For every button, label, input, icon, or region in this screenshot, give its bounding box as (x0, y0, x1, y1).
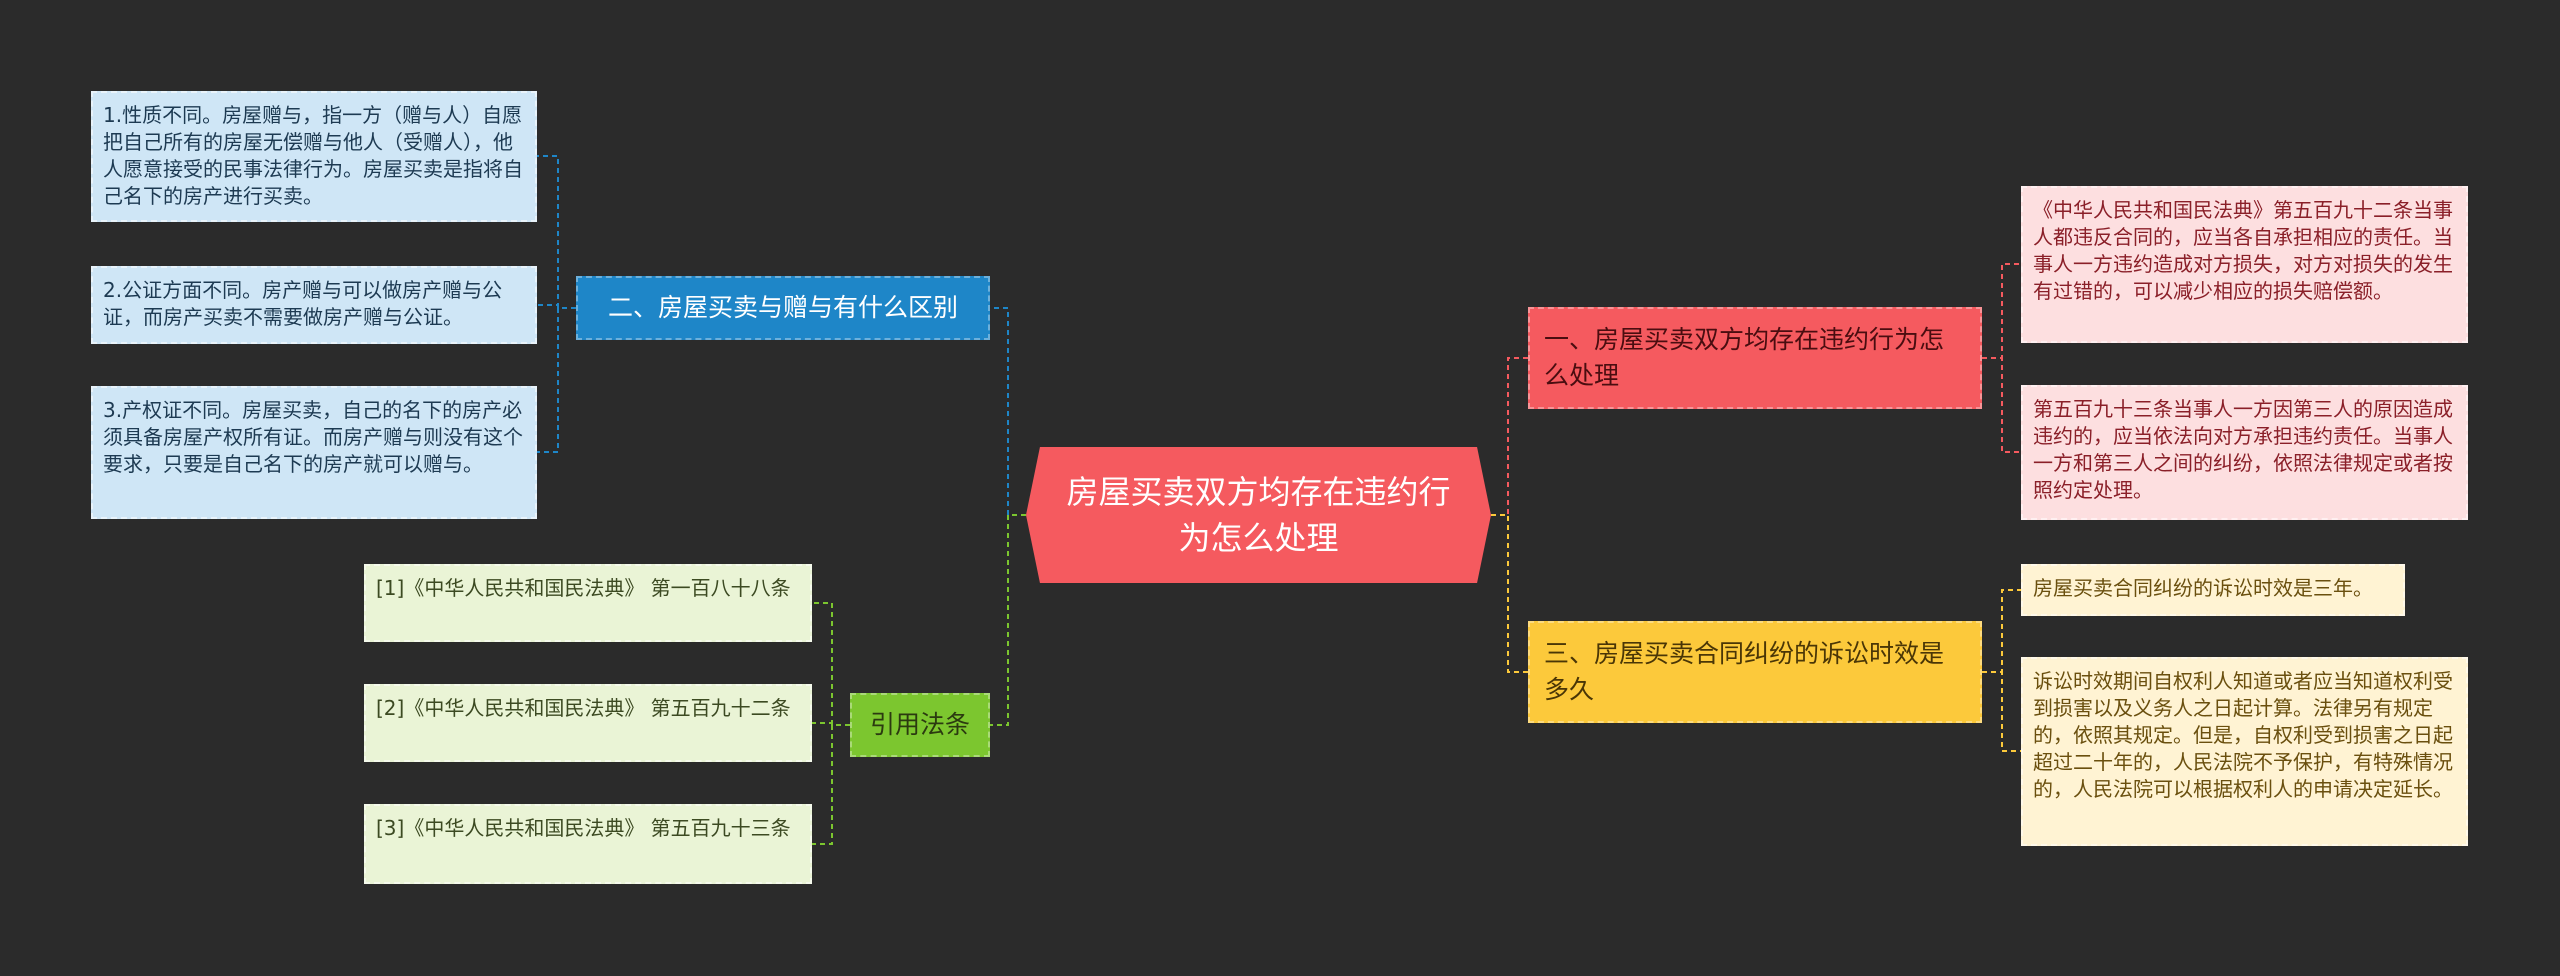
connector-citations-leaf-2 (812, 722, 850, 726)
connector-center-limitation (1491, 514, 1528, 673)
connector-center-handling (1491, 357, 1528, 516)
branch-handling[interactable]: 一、房屋买卖双方均存在违约行为怎么处理 (1528, 307, 1982, 409)
connector-center-citations (990, 514, 1026, 726)
leaf-citation-592[interactable]: [2]《中华人民共和国民法典》 第五百九十二条 (364, 684, 812, 762)
branch-difference[interactable]: 二、房屋买卖与赠与有什么区别 (576, 276, 990, 340)
connector-difference-leaf-1 (537, 155, 576, 309)
connector-limitation-leaf-1 (1982, 589, 2021, 673)
connector-difference-leaf-2 (537, 304, 576, 309)
connector-center-difference (990, 307, 1026, 516)
leaf-difference-certificate[interactable]: 3.产权证不同。房屋买卖，自己的名下的房产必须具备房屋产权所有证。而房产赠与则没… (91, 386, 537, 519)
connector-handling-leaf-1 (1982, 263, 2021, 359)
connector-handling-leaf-2 (1982, 357, 2021, 453)
connector-limitation-leaf-2 (1982, 671, 2021, 752)
leaf-limitation-details[interactable]: 诉讼时效期间自权利人知道或者应当知道权利受到损害以及义务人之日起计算。法律另有规… (2021, 657, 2468, 846)
connector-citations-leaf-3 (812, 724, 850, 845)
connector-citations-leaf-1 (812, 602, 850, 726)
branch-limitation[interactable]: 三、房屋买卖合同纠纷的诉讼时效是多久 (1528, 621, 1982, 723)
branch-citations[interactable]: 引用法条 (850, 693, 990, 757)
leaf-handling-article-592[interactable]: 《中华人民共和国民法典》第五百九十二条当事人都违反合同的，应当各自承担相应的责任… (2021, 186, 2468, 343)
leaf-limitation-period[interactable]: 房屋买卖合同纠纷的诉讼时效是三年。 (2021, 564, 2405, 616)
central-topic[interactable]: 房屋买卖双方均存在违约行为怎么处理 (1026, 447, 1491, 583)
leaf-difference-nature[interactable]: 1.性质不同。房屋赠与，指一方（赠与人）自愿把自己所有的房屋无偿赠与他人（受赠人… (91, 91, 537, 222)
leaf-citation-593[interactable]: [3]《中华人民共和国民法典》 第五百九十三条 (364, 804, 812, 884)
leaf-handling-article-593[interactable]: 第五百九十三条当事人一方因第三人的原因造成违约的，应当依法向对方承担违约责任。当… (2021, 385, 2468, 520)
leaf-difference-notarization[interactable]: 2.公证方面不同。房产赠与可以做房产赠与公证，而房产买卖不需要做房产赠与公证。 (91, 266, 537, 344)
connector-difference-leaf-3 (537, 307, 576, 453)
leaf-citation-188[interactable]: [1]《中华人民共和国民法典》 第一百八十八条 (364, 564, 812, 642)
